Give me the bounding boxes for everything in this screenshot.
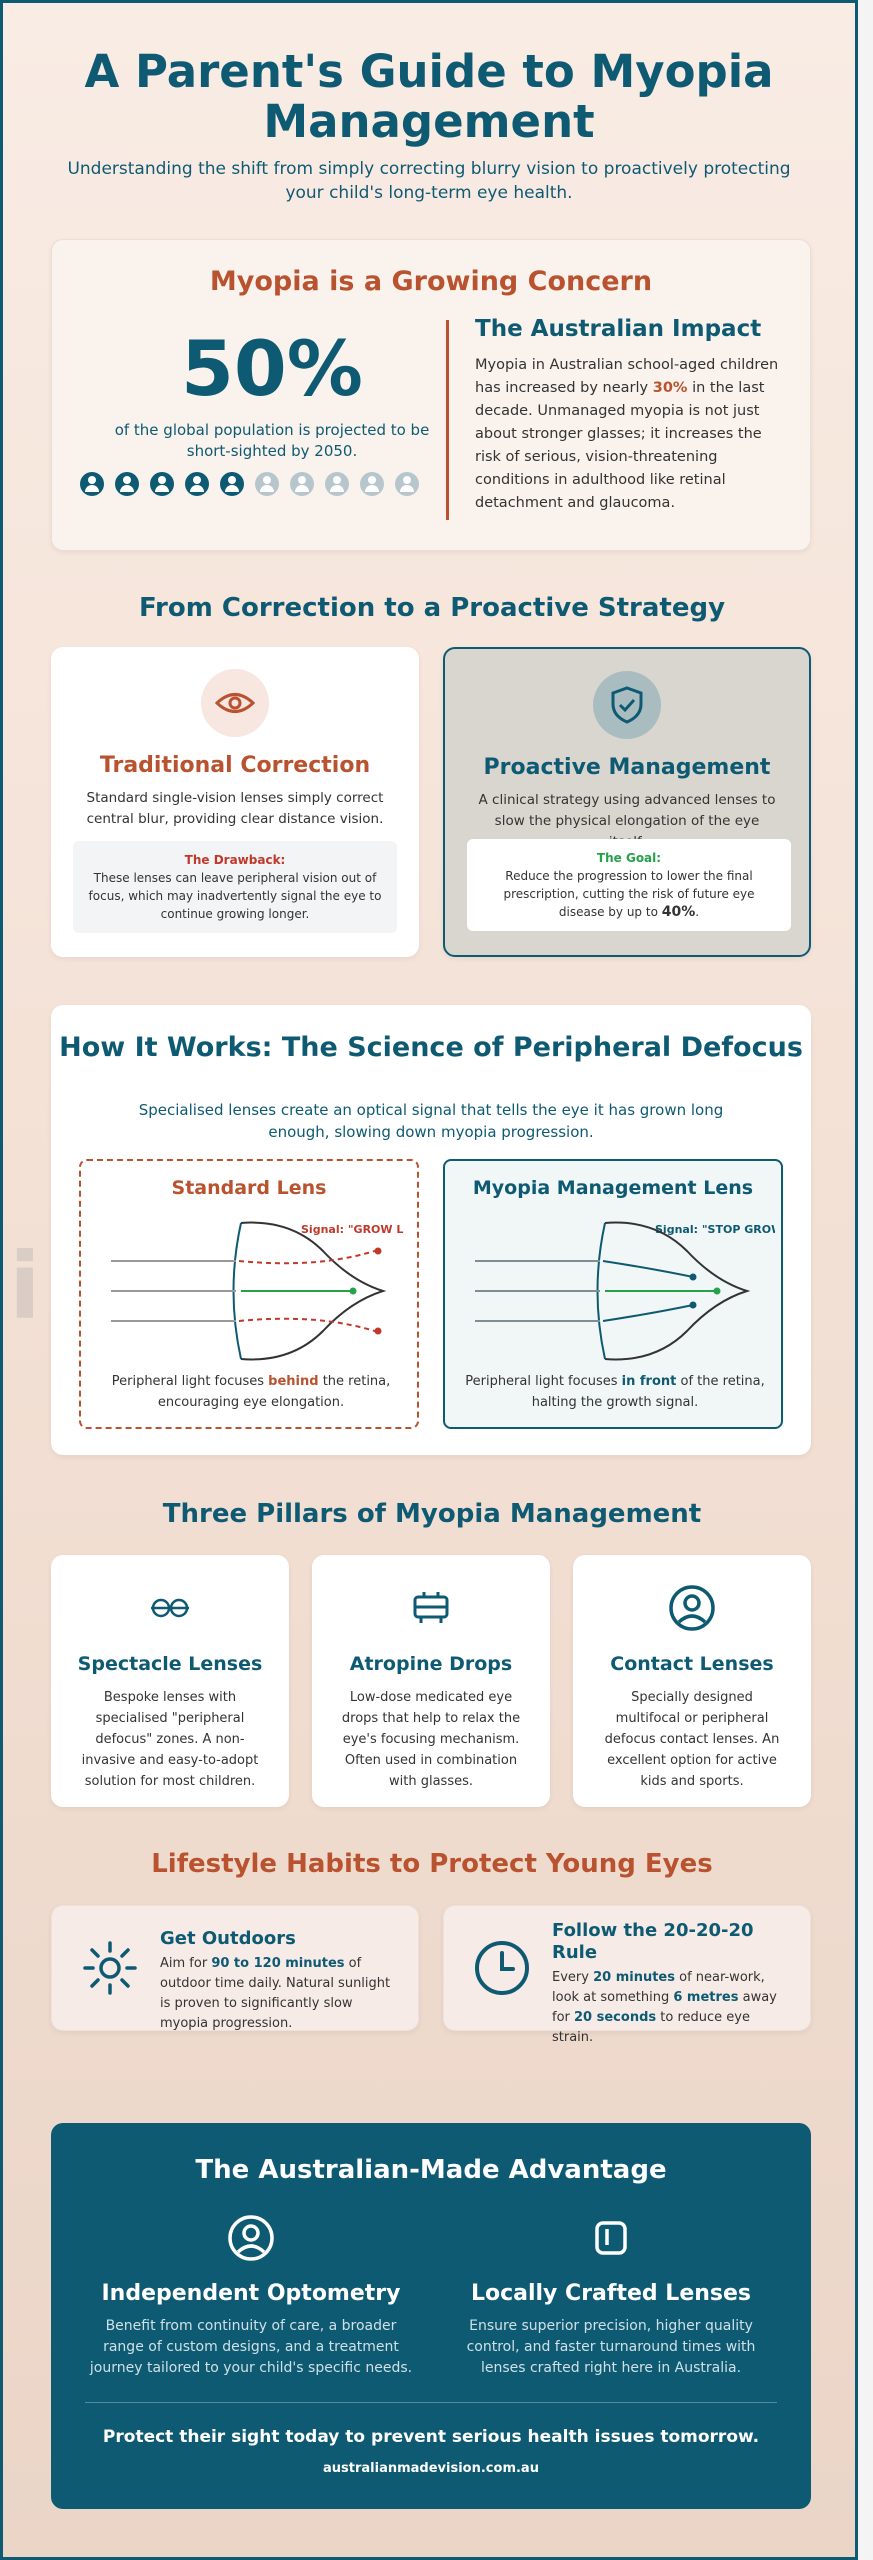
optometry-column: Independent Optometry Benefit from conti… [71,2213,431,2379]
person-icon [220,472,244,496]
drawback-text: These lenses can leave peripheral vision… [88,871,382,921]
page-header: A Parent's Guide to Myopia Management Un… [3,3,855,205]
management-lens-caption: Peripheral light focuses in front of the… [465,1374,765,1410]
outdoors-card: Get Outdoors Aim for 90 to 120 minutes o… [51,1905,419,2031]
management-lens-title: Myopia Management Lens [472,1177,754,1199]
page-title: A Parent's Guide to Myopia Management [84,45,774,148]
person-icon [80,472,104,496]
pillar-title: Contact Lenses [610,1653,774,1675]
goal-title: The Goal: [596,851,662,865]
management-lens-panel: Myopia Management Lens Signal: "STOP GRO… [443,1159,783,1429]
impact-text: Myopia in Australian school-aged childre… [475,357,779,511]
how-title: How It Works: The Science of Peripheral … [59,1032,803,1063]
lifestyle-title: Lifestyle Habits to Protect Young Eyes [151,1849,713,1879]
impact-title: The Australian Impact [475,316,762,342]
person-icon [185,472,209,496]
how-it-works-card: How It Works: The Science of Peripheral … [51,1005,811,1455]
person-icon [150,472,174,496]
divider [446,320,449,520]
pillar-title: Spectacle Lenses [77,1653,263,1675]
lenses-text: Ensure superior precision, higher qualit… [466,2318,756,2376]
person-icon [360,472,384,496]
optometrist-icon [226,2213,276,2263]
cta-text: Protect their sight today to prevent ser… [102,2427,760,2447]
standard-lens-title: Standard Lens [171,1177,327,1199]
goal-text: Reduce the progression to lower the fina… [503,869,755,920]
eye-icon [201,669,269,737]
goal-highlight: 40% [661,904,696,920]
management-lens-diagram: Signal: "STOP GROW [475,1221,775,1361]
sun-icon [80,1938,140,1998]
proactive-card: Proactive Management A clinical strategy… [443,647,811,957]
outdoors-text: Aim for 90 to 120 minutes of outdoor tim… [160,1956,391,2031]
stat-block: 50% of the global population is projecte… [72,324,472,462]
website-link[interactable]: australianmadevision.com.au [323,2461,539,2476]
stat-caption: of the global population is projected to… [114,421,430,460]
proactive-title: Proactive Management [483,755,771,780]
australian-advantage-card: The Australian-Made Advantage Independen… [51,2123,811,2509]
rule-text-block: Follow the 20-20-20 Rule Every 20 minute… [552,1920,792,2048]
glasses-icon [143,1581,197,1635]
person-icon [290,472,314,496]
pillar-text: Specially designed multifocal or periphe… [604,1690,780,1789]
impact-highlight: 30% [652,380,688,396]
outdoors-title: Get Outdoors [160,1928,296,1949]
drawback-title: The Drawback: [184,853,286,867]
optometry-title: Independent Optometry [101,2281,401,2306]
stat-value: 50% [181,324,363,413]
clock-icon [472,1938,532,1998]
aus-title: The Australian-Made Advantage [195,2155,667,2185]
standard-lens-panel: Standard Lens Signal: "GROW L Peripheral… [79,1159,419,1429]
traditional-desc: Standard single-vision lenses simply cor… [86,790,384,827]
standard-lens-caption: Peripheral light focuses behind the reti… [111,1374,391,1410]
rule-text: Every 20 minutes of near-work, look at s… [552,1970,777,2045]
pillar-card-atropine: Atropine Drops Low-dose medicated eye dr… [312,1555,550,1807]
concern-card: Myopia is a Growing Concern 50% of the g… [51,239,811,551]
rule-title: Follow the 20-20-20 Rule [552,1920,754,1963]
pillar-title: Atropine Drops [349,1653,513,1675]
pillar-card-contact: Contact Lenses Specially designed multif… [573,1555,811,1807]
goal-box: The Goal: Reduce the progression to lowe… [467,839,791,931]
rule-card: Follow the 20-20-20 Rule Every 20 minute… [443,1905,811,2045]
optometry-text: Benefit from continuity of care, a broad… [89,2318,413,2376]
outdoors-text-block: Get Outdoors Aim for 90 to 120 minutes o… [160,1928,400,2034]
pillar-text: Bespoke lenses with specialised "periphe… [81,1690,259,1789]
management-signal: Signal: "STOP GROW [655,1223,775,1236]
person-icon [115,472,139,496]
impact-block: The Australian Impact Myopia in Australi… [475,316,785,515]
standard-signal: Signal: "GROW L [301,1223,403,1236]
standard-lens-diagram: Signal: "GROW L [111,1221,403,1361]
how-subtitle: Specialised lenses create an optical sig… [138,1101,724,1141]
person-icon [395,472,419,496]
person-icon [255,472,279,496]
lens-icon [586,2213,636,2263]
people-icons [80,472,419,496]
shield-check-icon [593,671,661,739]
eye-drops-icon [404,1581,458,1635]
strategy-title: From Correction to a Proactive Strategy [138,593,726,623]
contact-lens-icon [665,1581,719,1635]
pillar-text: Low-dose medicated eye drops that help t… [341,1690,521,1789]
lenses-title: Locally Crafted Lenses [470,2281,752,2306]
drawback-box: The Drawback: These lenses can leave per… [73,841,397,933]
pillar-card-spectacle: Spectacle Lenses Bespoke lenses with spe… [51,1555,289,1807]
traditional-card: Traditional Correction Standard single-v… [51,647,419,957]
pillars-title: Three Pillars of Myopia Management [162,1499,702,1529]
traditional-title: Traditional Correction [99,753,371,778]
concern-title: Myopia is a Growing Concern [209,266,653,297]
divider [85,2402,777,2403]
proactive-desc: A clinical strategy using advanced lense… [478,792,776,850]
lenses-column: Locally Crafted Lenses Ensure superior p… [431,2213,791,2379]
person-icon [325,472,349,496]
page-subtitle: Understanding the shift from simply corr… [67,159,791,203]
